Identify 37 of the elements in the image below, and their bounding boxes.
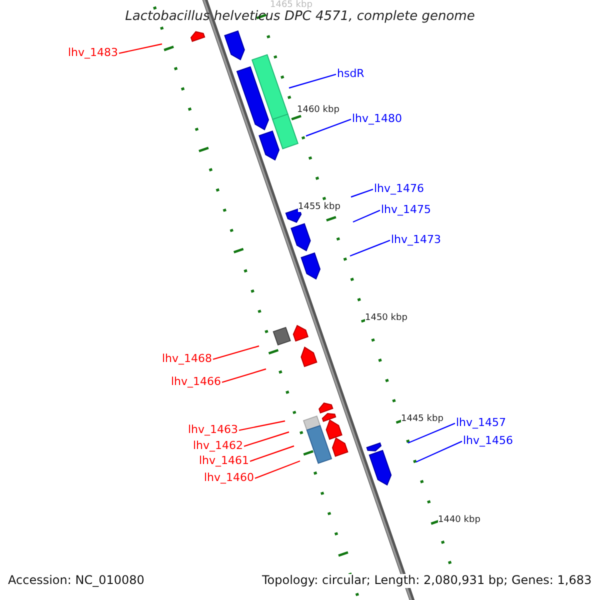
- title: Lactobacillus helveticus DPC 4571, complete genome: [124, 10, 476, 25]
- leader-line: [352, 210, 380, 223]
- leader-line: [350, 188, 374, 198]
- leader-line: [408, 422, 456, 444]
- leader-line: [288, 74, 336, 89]
- gene-label: lhv_1463: [188, 424, 238, 437]
- gene-label: lhv_1466: [170, 376, 221, 389]
- gene-label: lhv_1475: [381, 204, 432, 217]
- scale-label: 1450 kbp: [365, 313, 408, 324]
- gene-label: lhv_1483: [68, 47, 118, 60]
- leader-line: [212, 345, 260, 360]
- gene-label: lhv_1460: [204, 472, 254, 485]
- gene-label: lhv_1461: [198, 455, 249, 468]
- leader-line: [306, 118, 352, 137]
- scale-label: 1455 kbp: [298, 202, 340, 212]
- gene-label: lhv_1476: [374, 183, 424, 196]
- leader-line: [244, 431, 290, 447]
- gene-label: lhv_1457: [456, 417, 506, 430]
- leader-line: [118, 43, 162, 54]
- scale-label: 1440 kbp: [438, 515, 480, 526]
- gene-label: lhv_1480: [352, 113, 402, 126]
- gene-label: lhv_1456: [463, 435, 514, 448]
- leader-line: [350, 240, 390, 257]
- leader-line: [238, 420, 286, 431]
- leader-line: [254, 460, 300, 479]
- genome-info-text: Topology: circular; Length: 2,080,931 bp; Genes: 1,683: [262, 574, 592, 588]
- leader-line: [222, 368, 266, 383]
- scale-label: 1465 kbp: [270, 0, 312, 10]
- scale-label: 1460 kbp: [297, 105, 340, 116]
- leader-line: [416, 440, 462, 463]
- gene-label: lhv_1473: [391, 234, 442, 247]
- leader-line: [250, 445, 294, 462]
- scale-label: 1445 kbp: [401, 414, 444, 424]
- gene-label: lhv_1462: [192, 440, 243, 453]
- gene-label: hsdR: [337, 68, 364, 81]
- gene-label: lhv_1468: [162, 353, 212, 366]
- accession-text: Accession: NC_010080: [8, 574, 144, 588]
